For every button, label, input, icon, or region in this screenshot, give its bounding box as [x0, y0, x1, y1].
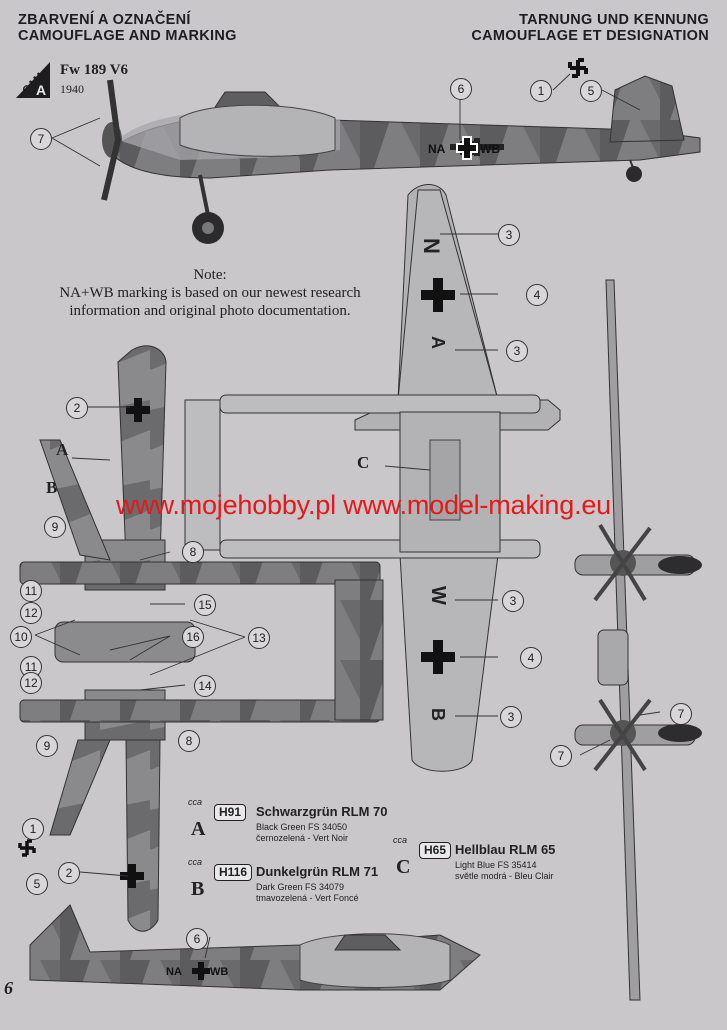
callout-16: 16 — [182, 626, 204, 648]
header-right-german: TARNUNG UND KENNUNG — [519, 12, 709, 28]
area-letter-b: B — [46, 478, 58, 497]
wing-letter-a: A — [428, 336, 448, 349]
logo-letter: A — [36, 82, 46, 98]
code-bottom-b: WB — [210, 966, 228, 978]
side-view-bottom: NA WB — [29, 904, 481, 991]
callout-6: 6 — [186, 928, 208, 950]
callout-9: 9 — [36, 735, 58, 757]
paint-c: cca C H65 Hellblau RLM 65 Light Blue FS … — [393, 835, 573, 888]
wing-letter-b: B — [428, 708, 448, 721]
callout-3: 3 — [502, 590, 524, 612]
paint-b-desc-1: Dark Green FS 34079 — [256, 882, 345, 892]
wing-letter-w: W — [427, 586, 449, 605]
watermark: www.mojehobby.pl www.model-making.eu — [115, 490, 612, 520]
header-left: ZBARVENÍ A OZNAČENÍ CAMOUFLAGE AND MARKI… — [18, 12, 237, 44]
top-view-left — [18, 345, 384, 932]
paint-a-desc-2: černozelená - Vert Noir — [256, 833, 349, 843]
callout-1: 1 — [22, 818, 44, 840]
callout-5: 5 — [580, 80, 602, 102]
note-block: Note: NA+WB marking is based on our newe… — [30, 266, 390, 320]
callout-11: 11 — [20, 580, 42, 602]
paint-a-code: H91 — [214, 804, 247, 821]
area-letter-a: A — [56, 440, 69, 459]
paint-b-cca: cca — [188, 857, 203, 867]
callout-1: 1 — [530, 80, 552, 102]
paint-c-desc-1: Light Blue FS 35414 — [455, 860, 537, 870]
callout-3: 3 — [498, 224, 520, 246]
aircraft-model: Fw 189 V6 — [60, 62, 129, 78]
callout-3: 3 — [506, 340, 528, 362]
paint-b-letter: B — [191, 878, 205, 900]
side-view-top: NA WB — [101, 58, 701, 244]
paint-b-name: Dunkelgrün RLM 71 — [256, 864, 379, 879]
paint-a-letter: A — [191, 818, 206, 840]
paint-b-desc-2: tmavozelená - Vert Foncé — [256, 893, 359, 903]
note-line-1: NA+WB marking is based on our newest res… — [59, 285, 361, 301]
callout-8: 8 — [178, 730, 200, 752]
callout-15: 15 — [194, 594, 216, 616]
callout-8: 8 — [182, 541, 204, 563]
callout-2: 2 — [58, 862, 80, 884]
paint-a: cca A H91 Schwarzgrün RLM 70 Black Green… — [188, 797, 408, 850]
header-left-czech: ZBARVENÍ A OZNAČENÍ — [18, 12, 191, 28]
wing-letter-n: N — [419, 238, 444, 254]
top-view-right: N A W B — [184, 184, 561, 772]
callout-3: 3 — [500, 706, 522, 728]
paint-b: cca B H116 Dunkelgrün RLM 71 Dark Green … — [188, 857, 408, 910]
paint-b-code: H116 — [214, 864, 253, 881]
callout-2: 2 — [66, 397, 88, 419]
header-right-french: CAMOUFLAGE ET DESIGNATION — [471, 28, 709, 44]
front-view-right — [574, 279, 702, 1001]
code-bottom-a: NA — [166, 966, 182, 978]
code-top-b: WB — [480, 142, 500, 156]
paint-c-letter: C — [396, 856, 411, 878]
callout-6: 6 — [450, 78, 472, 100]
header-right: TARNUNG UND KENNUNG CAMOUFLAGE ET DESIGN… — [471, 12, 709, 44]
callout-7: 7 — [30, 128, 52, 150]
header-left-english: CAMOUFLAGE AND MARKING — [18, 28, 237, 44]
paint-a-desc-1: Black Green FS 34050 — [256, 822, 348, 832]
paint-c-code: H65 — [419, 842, 452, 859]
callout-13: 13 — [248, 627, 270, 649]
note-line-2: information and original photo documenta… — [69, 303, 351, 319]
callout-12: 12 — [20, 602, 42, 624]
callout-14: 14 — [194, 675, 216, 697]
paint-c-cca: cca — [393, 835, 408, 845]
page-number: 6 — [4, 978, 13, 998]
callout-7: 7 — [550, 745, 572, 767]
leader-lines — [34, 73, 661, 959]
callout-4: 4 — [520, 647, 542, 669]
note-title: Note: — [193, 267, 227, 283]
callout-9: 9 — [44, 516, 66, 538]
cam-logo: CAM A — [16, 62, 50, 98]
callout-4: 4 — [526, 284, 548, 306]
paint-a-cca: cca — [188, 797, 203, 807]
area-letter-c: C — [357, 453, 370, 472]
callout-10: 10 — [10, 626, 32, 648]
code-top-a: NA — [428, 142, 446, 156]
aircraft-year: 1940 — [60, 82, 84, 96]
callout-5: 5 — [26, 873, 48, 895]
callout-12: 12 — [20, 672, 42, 694]
callout-7: 7 — [670, 703, 692, 725]
paint-a-name: Schwarzgrün RLM 70 — [256, 804, 388, 819]
paint-c-name: Hellblau RLM 65 — [455, 842, 556, 857]
paint-c-desc-2: světle modrá - Bleu Clair — [455, 871, 554, 881]
